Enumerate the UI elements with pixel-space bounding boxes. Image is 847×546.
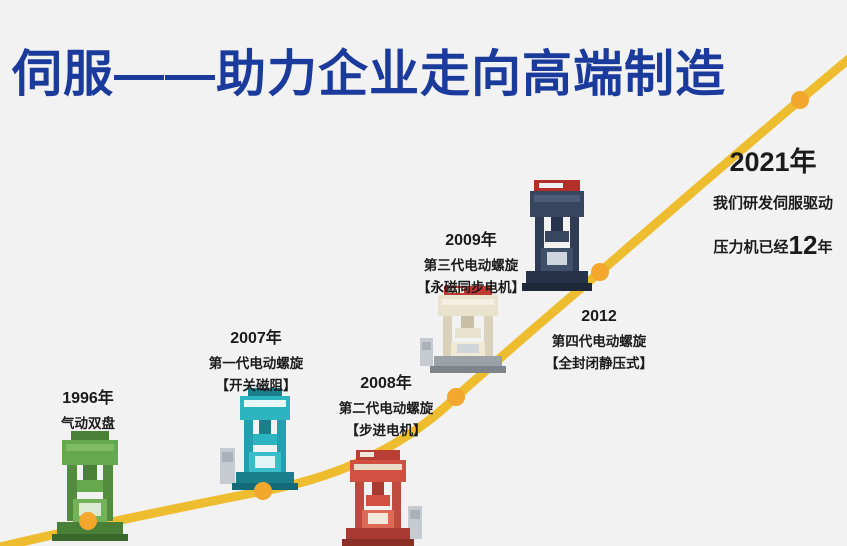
milestone-2009: 2009年 第三代电动螺旋 【永磁同步电机】: [407, 226, 535, 298]
machine-2007-graphic: [220, 388, 298, 490]
machine-2007-illustration: [220, 388, 298, 490]
milestone-2009-year: 2009年: [445, 232, 497, 249]
milestone-2012-year: 2012: [581, 308, 617, 325]
milestone-2009-desc: 第三代电动螺旋: [423, 258, 519, 273]
milestone-2007-desc: 第一代电动螺旋: [208, 356, 304, 371]
milestone-2008-desc: 第二代电动螺旋: [338, 401, 434, 416]
milestone-dot-2021: [791, 91, 809, 109]
milestone-2012-desc: 第四代电动螺旋: [551, 334, 647, 349]
machine-1996-graphic: [52, 431, 128, 541]
machine-2009-illustration: [420, 286, 506, 373]
milestone-2008: 2008年 第二代电动螺旋 【步进电机】: [324, 369, 448, 441]
milestone-2007-year: 2007年: [230, 330, 282, 347]
milestone-1996-desc: 气动双盘: [61, 416, 115, 431]
machine-2008-graphic: [342, 450, 422, 546]
page-title: 伺服——助力企业走向高端制造: [12, 46, 726, 102]
machine-2009-graphic: [420, 286, 506, 373]
milestone-2021-year: 2021年: [729, 147, 817, 177]
milestone-1996: 1996年 气动双盘: [30, 384, 146, 435]
milestone-2008-tech: 【步进电机】: [345, 422, 427, 438]
milestone-2021-years-count: 压力机已经12年: [698, 219, 847, 271]
milestone-2012: 2012 第四代电动螺旋 【全封闭静压式】: [536, 308, 662, 374]
machine-1996-illustration: [52, 431, 128, 541]
milestone-dot-2008: [447, 388, 465, 406]
milestone-2012-tech: 【全封闭静压式】: [545, 355, 653, 371]
milestone-2021-count-prefix: 压力机已经: [713, 239, 789, 256]
machine-2008-illustration: [342, 450, 422, 546]
milestone-2009-tech: 【永磁同步电机】: [417, 279, 525, 295]
milestone-2008-year: 2008年: [360, 375, 412, 392]
milestone-2007-tech: 【开关磁阻】: [215, 377, 297, 393]
milestone-1996-year: 1996年: [62, 390, 114, 407]
milestone-2021-count-number: 12: [788, 230, 818, 260]
milestone-2021: 2021年 我们研发伺服驱动 压力机已经12年: [698, 140, 847, 271]
milestone-2021-count-suffix: 年: [817, 239, 833, 256]
milestone-2007: 2007年 第一代电动螺旋 【开关磁阻】: [195, 324, 317, 396]
milestone-2021-desc: 我们研发伺服驱动: [712, 195, 833, 212]
